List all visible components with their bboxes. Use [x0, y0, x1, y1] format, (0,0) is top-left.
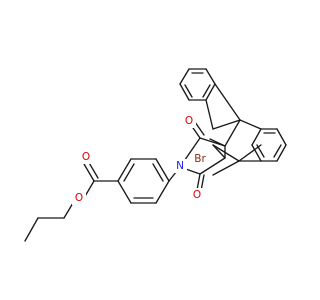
molecule-structure: O O O O N Br — [24, 68, 287, 242]
propyl-chain — [24, 197, 77, 242]
atom-labels: O O O O N Br — [72, 114, 209, 205]
ester-carbonyl-oxygen-label: O — [82, 151, 90, 163]
imide-bottom-oxygen-label: O — [193, 189, 201, 201]
lower-benzene-ring — [238, 128, 287, 162]
imide-nitrogen-label: N — [176, 160, 184, 172]
bromine-label: Br — [194, 153, 206, 165]
upper-benzene-ring — [179, 68, 241, 130]
imide-top-oxygen-label: O — [185, 115, 193, 127]
bicyclic-core — [209, 119, 262, 176]
ester-group — [83, 160, 119, 199]
molecule-canvas: O O O O N Br — [24, 68, 287, 242]
benzoate-ring — [117, 158, 181, 204]
ester-ether-oxygen-label: O — [75, 192, 83, 204]
